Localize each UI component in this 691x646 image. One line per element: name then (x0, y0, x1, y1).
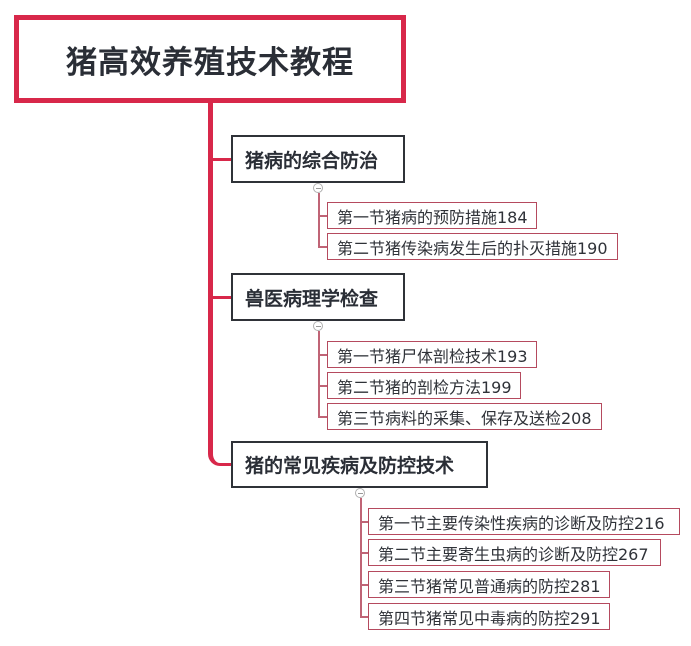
branch-connector-3 (208, 440, 231, 466)
child-connector (360, 552, 368, 554)
branch-connector-1 (208, 158, 231, 161)
root-node[interactable]: 猪高效养殖技术教程 (14, 15, 406, 103)
child-connector (318, 215, 327, 217)
child-connector (318, 385, 327, 387)
chapter-item[interactable]: 第四节猪常见中毒病的防控291 (368, 603, 610, 630)
chapter-item[interactable]: 第二节猪的剖检方法199 (327, 372, 521, 399)
child-connector (318, 354, 327, 356)
chapter-item[interactable]: 第二节主要寄生虫病的诊断及防控267 (368, 539, 661, 566)
root-title: 猪高效养殖技术教程 (66, 44, 354, 81)
section-title: 兽医病理学检查 (245, 287, 379, 310)
chapter-item[interactable]: 第一节猪尸体剖检技术193 (327, 341, 537, 368)
section-title: 猪病的综合防治 (245, 149, 379, 172)
collapse-icon[interactable] (313, 321, 323, 331)
child-connector (318, 416, 327, 418)
branch-connector-2 (208, 296, 231, 299)
section-title: 猪的常见疾病及防控技术 (245, 455, 455, 477)
chapter-item[interactable]: 第三节猪常见普通病的防控281 (368, 571, 610, 598)
child-connector (360, 498, 362, 616)
child-connector (318, 193, 320, 247)
chapter-label: 第二节猪的剖检方法199 (337, 377, 512, 397)
section-node-3[interactable]: 猪的常见疾病及防控技术 (231, 441, 488, 488)
chapter-label: 第二节主要寄生虫病的诊断及防控267 (378, 544, 649, 564)
section-node-2[interactable]: 兽医病理学检查 (231, 273, 405, 321)
chapter-item[interactable]: 第二节猪传染病发生后的扑灭措施190 (327, 233, 618, 260)
child-connector (360, 616, 368, 618)
chapter-item[interactable]: 第一节主要传染性疾病的诊断及防控216 (368, 508, 680, 535)
section-node-1[interactable]: 猪病的综合防治 (231, 135, 405, 183)
collapse-icon[interactable] (313, 183, 323, 193)
main-spine-connector (208, 103, 213, 450)
chapter-label: 第一节猪病的预防措施184 (337, 207, 528, 227)
chapter-label: 第四节猪常见中毒病的防控291 (378, 608, 601, 628)
collapse-icon[interactable] (355, 488, 365, 498)
chapter-label: 第一节主要传染性疾病的诊断及防控216 (378, 513, 665, 533)
chapter-label: 第二节猪传染病发生后的扑灭措施190 (337, 238, 608, 258)
chapter-label: 第一节猪尸体剖检技术193 (337, 346, 528, 366)
child-connector (360, 584, 368, 586)
child-connector (318, 331, 320, 416)
chapter-label: 第三节猪常见普通病的防控281 (378, 576, 601, 596)
chapter-item[interactable]: 第三节病料的采集、保存及送检208 (327, 403, 602, 430)
chapter-item[interactable]: 第一节猪病的预防措施184 (327, 202, 537, 229)
child-connector (318, 246, 327, 248)
child-connector (360, 521, 368, 523)
chapter-label: 第三节病料的采集、保存及送检208 (337, 408, 592, 428)
